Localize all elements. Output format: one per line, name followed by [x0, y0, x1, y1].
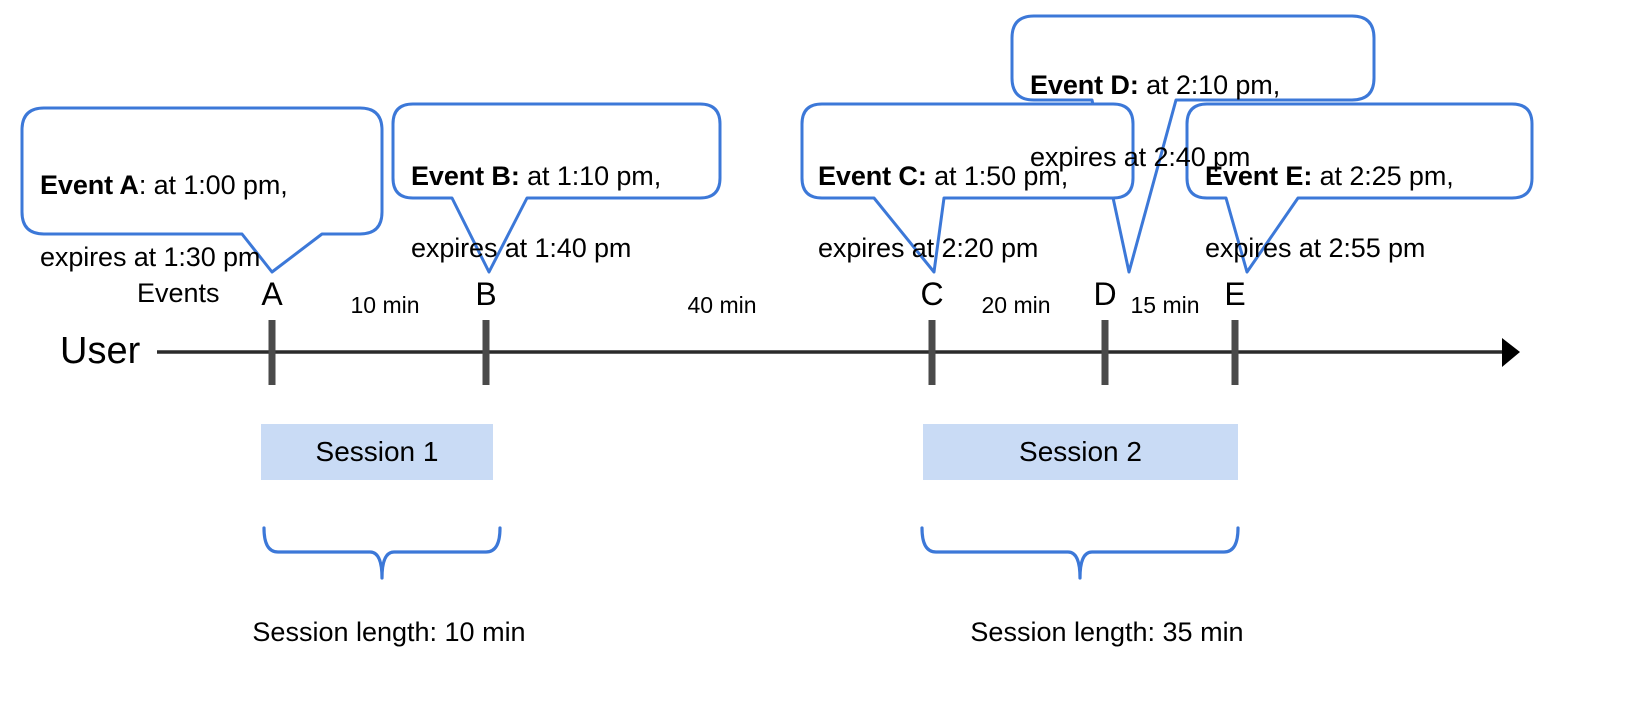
session-length-2: Session length: 35 min	[970, 617, 1244, 647]
session-bar-1-label: Session 1	[315, 436, 439, 467]
gap-label-cd: 20 min	[981, 292, 1051, 318]
callout-text-e: Event E: at 2:25 pm, expires at 2:55 pm	[1205, 122, 1535, 266]
callout-text-c: Event C: at 1:50 pm, expires at 2:20 pm	[818, 122, 1128, 266]
callout-a-time: at 1:00 pm,	[146, 170, 288, 200]
callout-text-d: Event D: at 2:10 pm, expires at 2:40 pm	[1030, 31, 1370, 175]
callout-d-event-label: Event D:	[1030, 70, 1139, 100]
session-bar-2-label: Session 2	[1019, 436, 1142, 467]
timeline-axis	[157, 338, 1520, 367]
brace-session-1	[262, 526, 502, 580]
callout-d-expiry: expires at 2:40 pm	[1030, 142, 1251, 172]
events-row-label: Events	[137, 278, 220, 308]
callout-b-time: at 1:10 pm,	[519, 161, 662, 191]
marker-label-a: A	[261, 276, 283, 312]
callout-bubble-b[interactable]	[391, 102, 722, 274]
callout-a-separator: :	[138, 170, 147, 200]
callout-bubble-e[interactable]	[1185, 102, 1534, 274]
gap-label-bc: 40 min	[687, 292, 757, 318]
marker-label-e: E	[1224, 276, 1246, 312]
callout-e-time: at 2:25 pm,	[1312, 161, 1454, 191]
callout-e-event-label: Event E:	[1205, 161, 1313, 191]
gap-label-de: 15 min	[1130, 292, 1200, 318]
callout-text-a: Event A: at 1:00 pm, expires at 1:30 pm	[40, 131, 380, 275]
session-bar-2[interactable]: Session 2	[923, 424, 1238, 480]
axis-arrow-head	[1502, 338, 1520, 367]
callout-a-expiry: expires at 1:30 pm	[40, 242, 261, 272]
marker-label-c: C	[920, 276, 944, 312]
callout-bubble-c[interactable]	[800, 102, 1135, 274]
callout-text-b: Event B: at 1:10 pm, expires at 1:40 pm	[411, 122, 711, 266]
callout-e-expiry: expires at 2:55 pm	[1205, 233, 1426, 263]
marker-label-b: B	[475, 276, 497, 312]
callout-c-time: at 1:50 pm,	[926, 161, 1069, 191]
session-bar-1[interactable]: Session 1	[261, 424, 493, 480]
gap-label-ab: 10 min	[350, 292, 420, 318]
callout-d-time: at 2:10 pm,	[1138, 70, 1281, 100]
callout-c-expiry: expires at 2:20 pm	[818, 233, 1039, 263]
marker-label-d: D	[1093, 276, 1117, 312]
callout-bubble-a[interactable]	[20, 106, 384, 274]
callout-b-expiry: expires at 1:40 pm	[411, 233, 632, 263]
session-length-1: Session length: 10 min	[252, 617, 526, 647]
brace-session-2	[920, 526, 1240, 580]
callout-a-event-label: Event A	[40, 170, 139, 200]
callout-b-event-label: Event B:	[411, 161, 520, 191]
callout-c-event-label: Event C:	[818, 161, 927, 191]
user-lane-label: User	[60, 330, 141, 372]
callout-bubble-d[interactable]	[1010, 14, 1376, 274]
